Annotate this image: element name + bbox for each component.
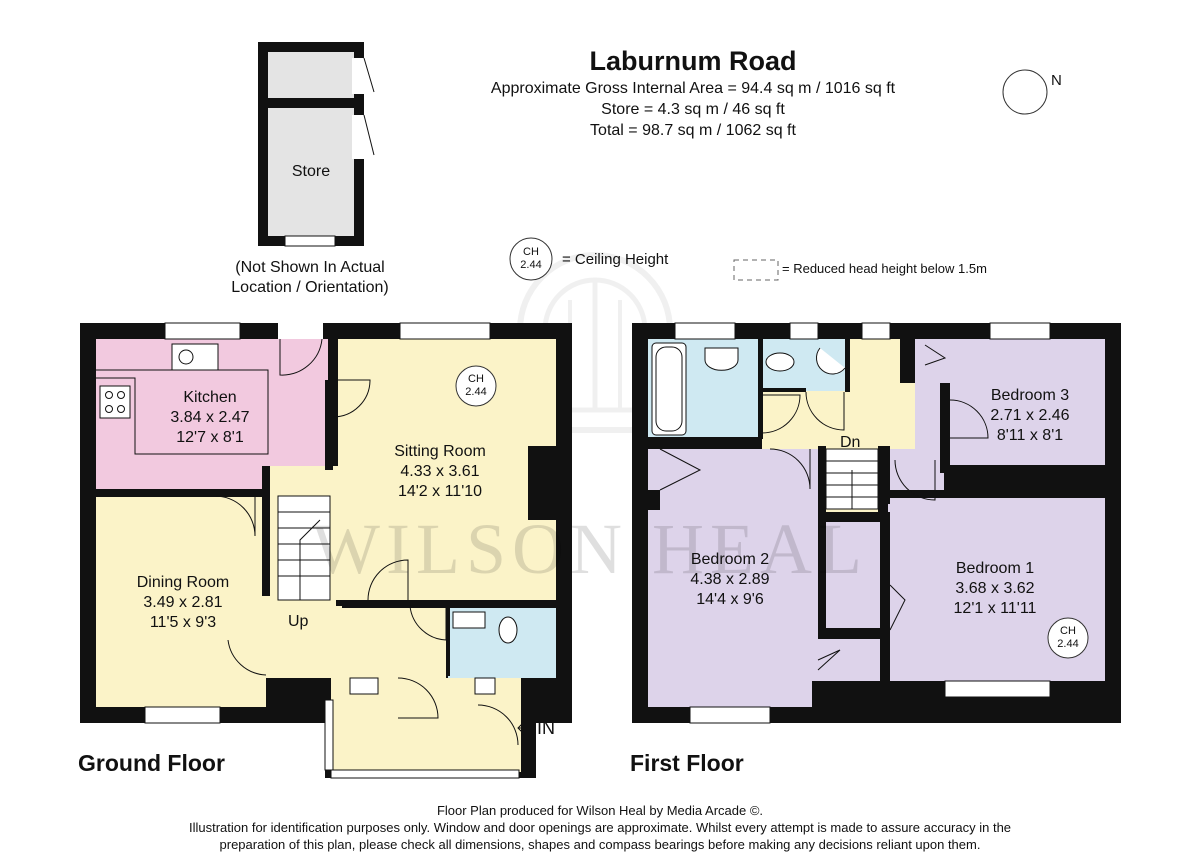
legend-ch-circle xyxy=(509,237,553,281)
footer-credit: Floor Plan produced for Wilson Heal by M… xyxy=(436,803,764,818)
total-area: Total = 98.7 sq m / 1062 sq ft xyxy=(590,122,796,139)
entry-arrow-icon xyxy=(517,721,536,735)
legend-ceiling-height: = Ceiling Height xyxy=(562,251,669,268)
bedroom-1-label: Bedroom 1 3.68 x 3.62 12'1 x 11'11 xyxy=(953,560,1037,617)
legend-reduced-head: = Reduced head height below 1.5m xyxy=(782,261,987,276)
bedroom-3-label: Bedroom 3 2.71 x 2.46 8'11 x 8'1 xyxy=(990,387,1070,444)
stairs-up-label: Up xyxy=(288,613,309,630)
ground-floor-title: Ground Floor xyxy=(78,750,225,776)
footer-disclaimer-1: Illustration for identification purposes… xyxy=(188,820,1012,835)
entry-label: IN xyxy=(537,718,555,738)
bedroom-2-room xyxy=(648,449,818,707)
bedroom-2-label: Bedroom 2 4.38 x 2.89 14'4 x 9'6 xyxy=(690,551,770,608)
stairs-down-label: Dn xyxy=(840,434,861,451)
watermark-logo xyxy=(517,252,673,433)
store-room xyxy=(268,108,354,236)
legend-dashed-box xyxy=(733,259,779,281)
dining-room xyxy=(96,497,266,707)
plan-title: Laburnum Road xyxy=(589,46,797,76)
sitting-room-label: Sitting Room 4.33 x 3.61 14'2 x 11'10 xyxy=(394,443,486,500)
store-area: Store = 4.3 sq m / 46 sq ft xyxy=(601,101,785,118)
store-upper xyxy=(268,52,354,98)
dining-room-label: Dining Room 3.49 x 2.81 11'5 x 9'3 xyxy=(136,574,230,631)
store-label: Store xyxy=(291,163,331,180)
kitchen-label: Kitchen 3.84 x 2.47 12'7 x 8'1 xyxy=(170,389,250,446)
store-note-2: Location / Orientation) xyxy=(231,279,389,296)
gross-internal-area: Approximate Gross Internal Area = 94.4 s… xyxy=(490,80,896,97)
watermark-text: WILSON HEAL xyxy=(312,509,868,589)
ground-stairs xyxy=(277,495,331,601)
footer-disclaimer-2: preparation of this plan, please check a… xyxy=(219,837,981,852)
compass-rose-icon xyxy=(1002,69,1048,115)
first-floor-title: First Floor xyxy=(630,750,744,776)
compass-north-label: N xyxy=(1051,72,1062,89)
store-note-1: (Not Shown In Actual xyxy=(235,259,385,276)
